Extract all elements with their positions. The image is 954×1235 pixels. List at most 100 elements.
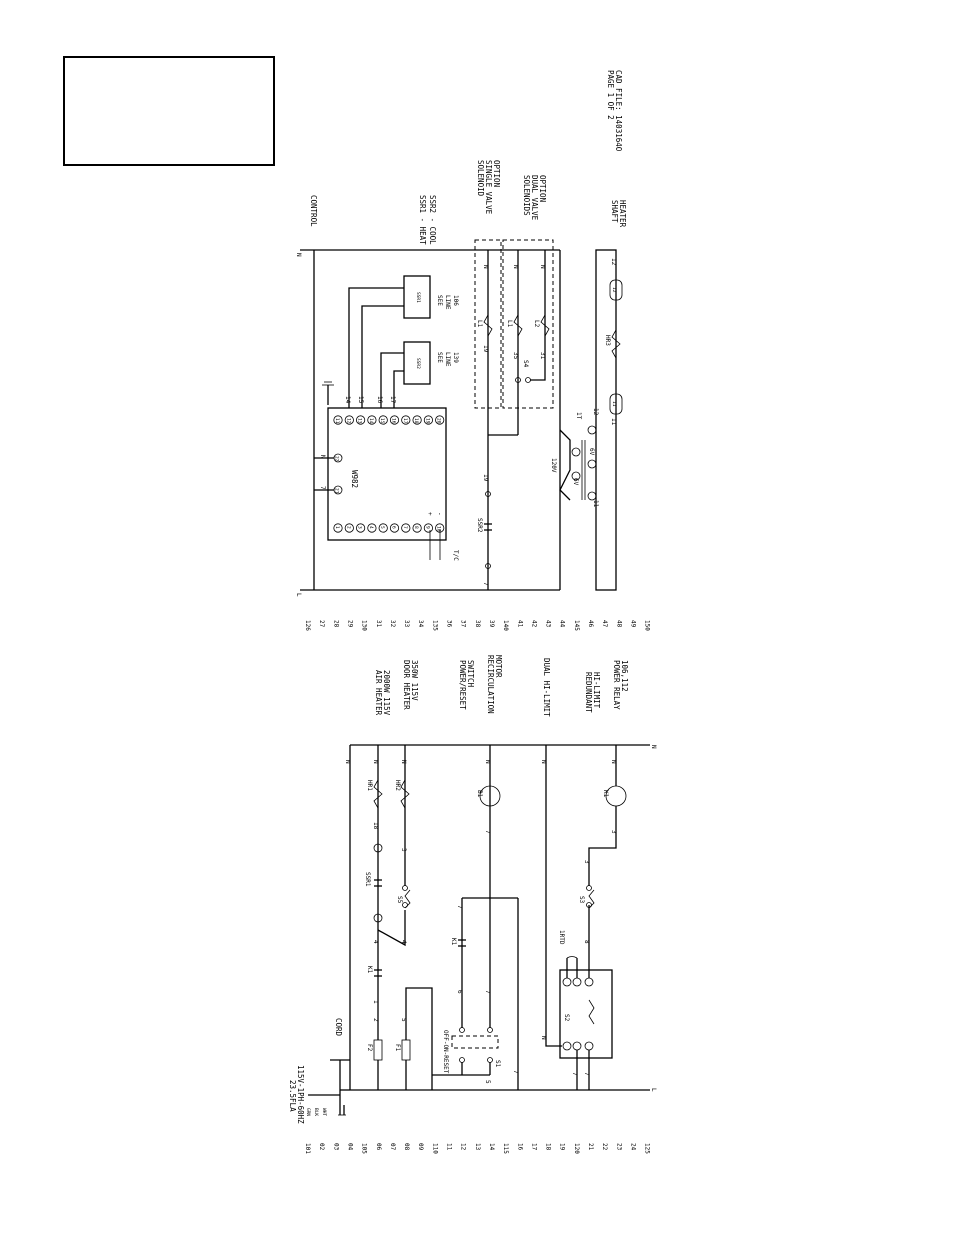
svg-text:14: 14 (344, 396, 351, 404)
heater-hr3: HR3 (604, 335, 611, 346)
k1-contact-air: K1 (366, 966, 373, 974)
line-number: 37 (460, 620, 467, 628)
controller-pin (355, 523, 366, 533)
controller-pin (355, 415, 366, 425)
fuse-f2 (373, 1039, 383, 1061)
svg-text:4: 4 (372, 940, 379, 944)
line-number: 126 (304, 620, 311, 631)
svg-text:N: N (540, 760, 547, 764)
line-number: 33 (403, 620, 410, 628)
controller-pin-label: 3 (357, 526, 363, 529)
controller-pin (389, 415, 400, 425)
svg-text:12: 12 (611, 287, 617, 293)
controller-pin-label: 7 (402, 526, 408, 529)
label-power-reset: POWER/RESET (458, 660, 467, 710)
svg-text:N: N (400, 760, 407, 764)
solenoid-single-option (474, 239, 502, 409)
svg-text:19: 19 (482, 345, 489, 353)
line-number: 120 (573, 1143, 580, 1154)
ssr1-relay (403, 275, 431, 319)
svg-text:139: 139 (452, 352, 459, 363)
svg-text:SSR2: SSR2 (415, 358, 421, 369)
svg-text:1: 1 (372, 1000, 379, 1004)
line-number: 46 (587, 620, 594, 628)
switch-s3: S3 (578, 896, 585, 904)
line-number: 22 (601, 1143, 608, 1151)
svg-text:1T: 1T (575, 412, 582, 420)
line-number: 14 (488, 1143, 495, 1151)
svg-text:7: 7 (456, 905, 463, 909)
svg-text:16: 16 (376, 396, 383, 404)
controller-pin (401, 415, 411, 425)
k1-contact-switch: K1 (450, 938, 457, 946)
label-dual-hi-limit: DUAL HI-LIMIT (542, 658, 551, 717)
controller-pin (367, 415, 377, 425)
line-number: 29 (346, 620, 353, 628)
line-number: 39 (488, 620, 495, 628)
svg-text:N: N (482, 265, 489, 269)
line-number: 101 (304, 1143, 311, 1154)
svg-text:11: 11 (610, 418, 617, 426)
svg-text:7: 7 (583, 1072, 590, 1076)
svg-text:7: 7 (571, 1072, 578, 1076)
svg-text:31: 31 (539, 352, 546, 360)
controller-pin-label: 14 (368, 418, 374, 424)
controller-pin (378, 415, 388, 425)
svg-text:N: N (319, 455, 326, 459)
controller-pin-label: 15 (379, 418, 385, 424)
svg-text:3: 3 (610, 830, 617, 834)
svg-text:7: 7 (482, 582, 489, 586)
line-number: 43 (545, 620, 552, 628)
ssr2-relay (403, 341, 431, 385)
svg-text:6V: 6V (588, 448, 595, 456)
line-number: 24 (629, 1143, 636, 1151)
line-number: 18 (545, 1143, 552, 1151)
svg-text:S2: S2 (563, 1014, 570, 1022)
svg-text:F1: F1 (394, 1044, 401, 1052)
controller-name: W982 (350, 470, 359, 488)
line-number: 42 (530, 620, 537, 628)
svg-text:N: N (540, 1036, 547, 1040)
controller-pin-label: 13 (357, 418, 363, 424)
svg-text:7: 7 (512, 1070, 519, 1074)
svg-text:6: 6 (456, 990, 463, 994)
ssr1-contact: SSR1 (364, 872, 371, 887)
svg-text:N: N (372, 760, 379, 764)
controller-pin (412, 523, 422, 533)
controller-pin-label: 6 (391, 526, 397, 529)
svg-text:106,112: 106,112 (620, 660, 629, 692)
svg-text:LINE: LINE (444, 295, 451, 310)
fuse-f1 (401, 1039, 411, 1061)
label-air-heater: AIR HEATER (374, 670, 383, 716)
svg-text:35: 35 (512, 352, 519, 360)
svg-text:15: 15 (357, 396, 364, 404)
relay-k1: K1 (602, 790, 609, 798)
label-redundant: REDUNDANT (584, 672, 593, 713)
svg-text:T/C: T/C (452, 550, 459, 561)
switch-s1 (451, 1035, 499, 1049)
line-number: 27 (318, 620, 325, 628)
svg-text:LINE: LINE (444, 352, 451, 367)
switch-s2 (559, 969, 613, 1059)
rtd-1: 1RTD (558, 930, 565, 945)
rail-n-label: N (295, 253, 302, 257)
line-number: 48 (615, 620, 622, 628)
controller-pin-label: 4 (368, 526, 374, 529)
svg-text:18: 18 (372, 822, 379, 830)
controller-pin (423, 415, 433, 425)
controller-pin (344, 523, 354, 533)
svg-text:7: 7 (484, 830, 491, 834)
svg-text:7: 7 (484, 990, 491, 994)
line-number: 12 (460, 1143, 467, 1151)
label-door-heater: DOOR HEATER (402, 660, 411, 710)
switch-s5: S5 (396, 896, 403, 904)
label-ssr2-cool: SSR2 - COOL (428, 195, 437, 245)
svg-text:19: 19 (482, 474, 489, 482)
svg-text:SINGLE VALVE: SINGLE VALVE (484, 160, 493, 215)
controller-pin (333, 523, 343, 533)
svg-text:3: 3 (400, 848, 407, 852)
